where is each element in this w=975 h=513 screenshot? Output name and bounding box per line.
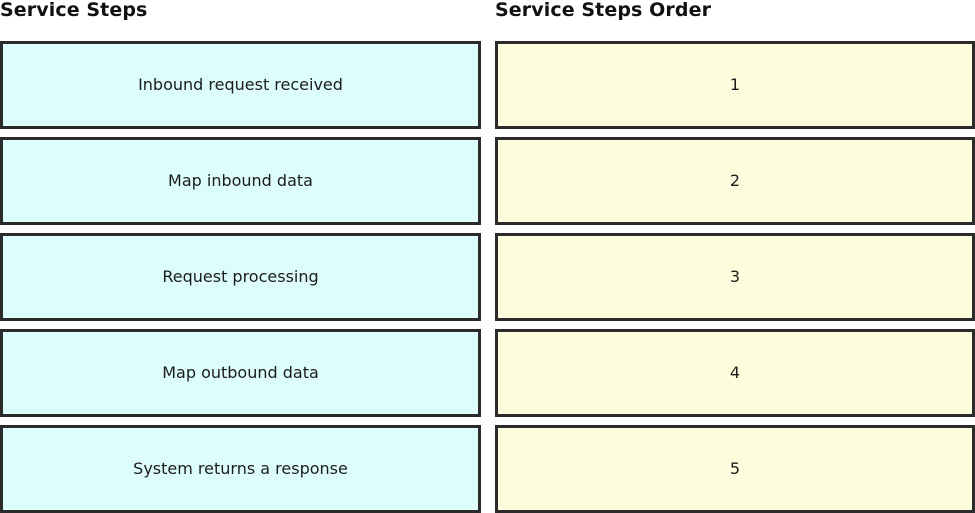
service-step-order-label: 1 — [729, 75, 741, 94]
service-step-card[interactable]: Request processing — [0, 233, 481, 321]
steps-heading-spacer — [0, 26, 481, 41]
service-step-order-label: 2 — [729, 171, 741, 190]
service-step-order-label: 4 — [729, 363, 741, 382]
service-step-order-slot[interactable]: 3 — [495, 233, 975, 321]
service-step-order-slot[interactable]: 4 — [495, 329, 975, 417]
service-step-order-slot[interactable]: 5 — [495, 425, 975, 513]
service-steps-column-heading: Service Steps — [0, 0, 148, 21]
service-step-label: Request processing — [162, 267, 319, 286]
service-step-label: Map outbound data — [162, 363, 319, 382]
service-step-label: Map inbound data — [168, 171, 313, 190]
service-step-order-label: 5 — [729, 459, 741, 478]
service-step-order-label: 3 — [729, 267, 741, 286]
service-step-card[interactable]: Map outbound data — [0, 329, 481, 417]
service-step-label: Inbound request received — [138, 75, 343, 94]
service-steps-column: Service Steps Inbound request received M… — [0, 0, 481, 513]
service-steps-order-column: Service Steps Order 1 2 3 4 5 — [481, 0, 975, 513]
service-steps-list: Inbound request received Map inbound dat… — [0, 41, 481, 513]
service-step-card[interactable]: System returns a response — [0, 425, 481, 513]
service-step-label: System returns a response — [133, 459, 348, 478]
service-steps-order-list: 1 2 3 4 5 — [495, 41, 975, 513]
service-step-order-slot[interactable]: 1 — [495, 41, 975, 129]
service-steps-order-column-heading: Service Steps Order — [495, 0, 712, 21]
service-step-card[interactable]: Map inbound data — [0, 137, 481, 225]
service-step-order-slot[interactable]: 2 — [495, 137, 975, 225]
order-heading-spacer — [495, 26, 975, 41]
service-step-card[interactable]: Inbound request received — [0, 41, 481, 129]
